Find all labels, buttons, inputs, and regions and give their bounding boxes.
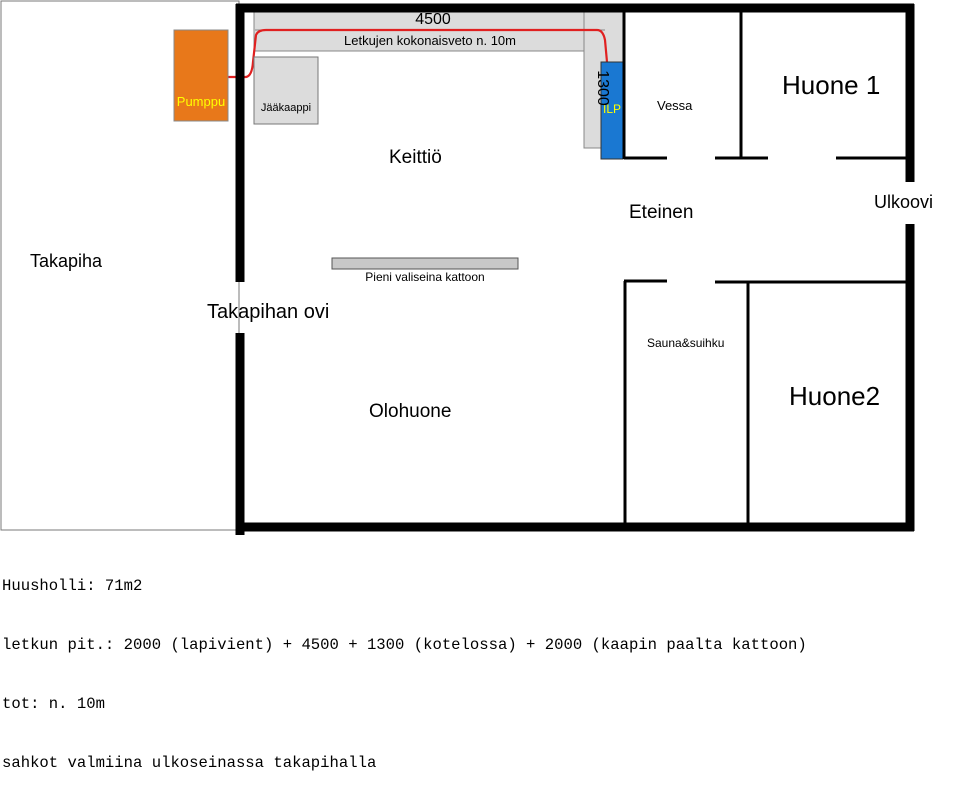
hose-route <box>226 28 609 79</box>
room-label-takapiha: Takapiha <box>30 251 103 271</box>
measurement-horizontal: 4500 <box>415 11 451 28</box>
room-label-keittio: Keittiö <box>389 147 442 168</box>
note-line: sahkot valmiina ulkoseinassa takapihalla <box>2 753 377 772</box>
outer-walls <box>235 3 915 535</box>
notes-block: Huusholli: 71m2 letkun pit.: 2000 (lapiv… <box>2 538 807 793</box>
fridge <box>253 56 319 125</box>
room-label-vessa: Vessa <box>657 98 693 113</box>
pump-unit <box>173 29 229 122</box>
partition-label: Pieni valiseina kattoon <box>365 270 484 284</box>
room-label-huone1: Huone 1 <box>782 70 880 100</box>
pump-label: Pumppu <box>177 94 225 109</box>
room-label-eteinen: Eteinen <box>629 202 693 223</box>
room-label-sauna: Sauna&suihku <box>647 336 724 350</box>
note-line: letkun pit.: 2000 (lapivient) + 4500 + 1… <box>2 635 807 654</box>
note-line: Huusholli: 71m2 <box>2 577 143 596</box>
measurement-total-route: Letkujen kokonaisveto n. 10m <box>344 33 516 48</box>
door-label-takapihan-ovi: Takapihan ovi <box>207 301 329 323</box>
inner-walls <box>622 8 906 523</box>
fridge-label: Jääkaappi <box>261 102 311 114</box>
measurement-vertical: 1300 <box>594 70 611 106</box>
room-label-olohuone: Olohuone <box>369 401 451 422</box>
ilp-label: ILP <box>603 102 621 116</box>
door-label-ulkoovi: Ulkoovi <box>874 192 933 212</box>
note-line: tot: n. 10m <box>2 694 105 713</box>
small-partition-wall <box>331 257 519 270</box>
floor-plan: Takapiha Keittiö Olohuone Vessa Huone 1 … <box>0 0 933 535</box>
room-label-huone2: Huone2 <box>789 381 880 411</box>
